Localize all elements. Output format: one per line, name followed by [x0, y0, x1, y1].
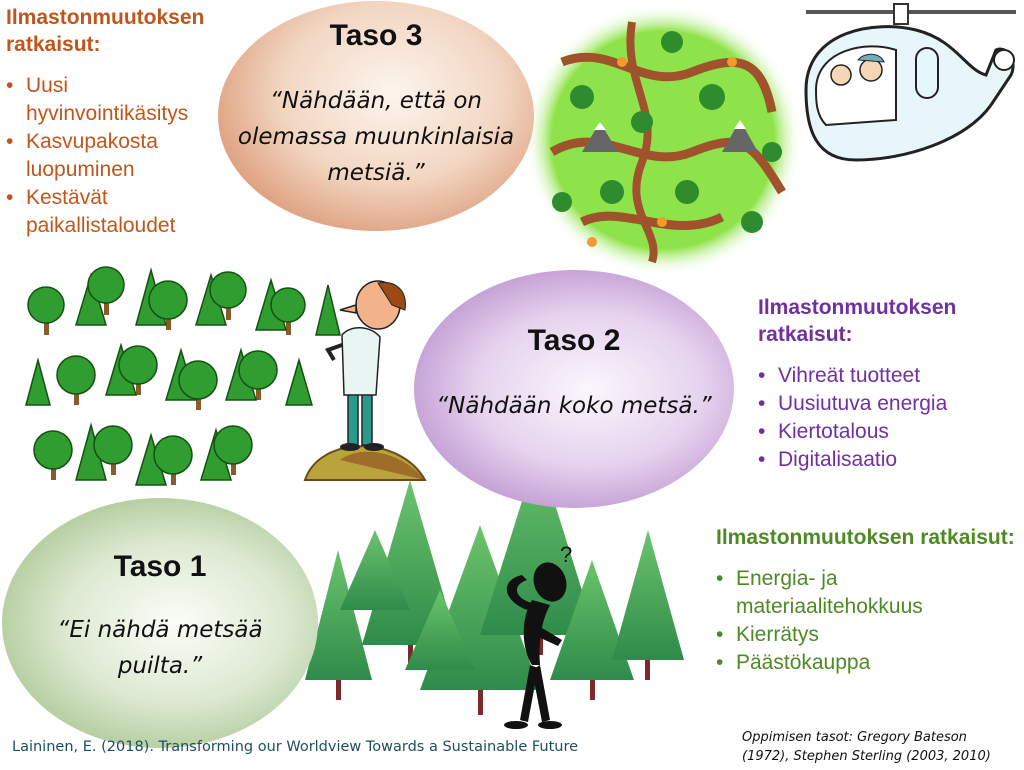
list-item: Uusiutuva energia	[758, 390, 1020, 418]
level-2-solutions: Ilmastonmuutoksen ratkaisut: Vihreät tuo…	[758, 294, 1020, 474]
level-3-ellipse: Taso 3 “Nähdään, että on olemassa muunki…	[218, 1, 534, 231]
list-item: Päästökauppa	[716, 649, 1016, 677]
level-3-quote: “Nähdään, että on olemassa muunkinlaisia…	[237, 88, 515, 186]
level-2-solutions-heading: Ilmastonmuutoksen ratkaisut:	[758, 296, 957, 346]
list-item: Digitalisaatio	[758, 446, 1020, 474]
svg-text:?: ?	[560, 542, 572, 567]
thinking-figure-illustration: ?	[504, 542, 572, 729]
citation-left: Laininen, E. (2018). Transforming our Wo…	[12, 739, 579, 755]
list-item: Kasvupakosta luopuminen	[6, 128, 221, 184]
list-item: Energia- ja materiaalitehokkuus	[716, 565, 1016, 621]
list-item: Uusi hyvinvointikäsitys	[6, 72, 221, 128]
level-1-solutions-list: Energia- ja materiaalitehokkuus Kierräty…	[716, 565, 1016, 677]
list-item: Vihreät tuotteet	[758, 362, 1020, 390]
level-3-solutions: Ilmastonmuutoksen ratkaisut: Uusi hyvinv…	[6, 4, 221, 240]
forest-map-illustration	[524, 4, 802, 276]
level-3-title: Taso 3	[329, 19, 423, 52]
level-3-solutions-heading: Ilmastonmuutoksen ratkaisut:	[6, 6, 205, 56]
level-1-quote: “Ei nähdä metsää puilta.”	[57, 617, 263, 679]
level-3-solutions-list: Uusi hyvinvointikäsitys Kasvupakosta luo…	[6, 72, 221, 240]
list-item: Kierrätys	[716, 621, 1016, 649]
level-2-title: Taso 2	[527, 324, 621, 357]
list-item: Kestävät paikallistaloudet	[6, 184, 221, 240]
level-2-ellipse: Taso 2 “Nähdään koko metsä.”	[414, 270, 734, 508]
level-1-solutions: Ilmastonmuutoksen ratkaisut: Energia- ja…	[716, 524, 1016, 677]
level-1-ellipse: Taso 1 “Ei nähdä metsää puilta.”	[2, 498, 318, 748]
helicopter-illustration	[804, 3, 1016, 162]
level-1-title: Taso 1	[113, 550, 207, 583]
dense-forest-illustration	[25, 266, 341, 486]
level-2-quote: “Nähdään koko metsä.”	[436, 393, 712, 419]
citation-right: Oppimisen tasot: Gregory Bateson (1972),…	[742, 730, 991, 764]
level-1-solutions-heading: Ilmastonmuutoksen ratkaisut:	[716, 526, 1015, 549]
man-on-hill-illustration	[303, 280, 427, 481]
level-2-solutions-list: Vihreät tuotteet Uusiutuva energia Kiert…	[758, 362, 1020, 474]
list-item: Kiertotalous	[758, 418, 1020, 446]
